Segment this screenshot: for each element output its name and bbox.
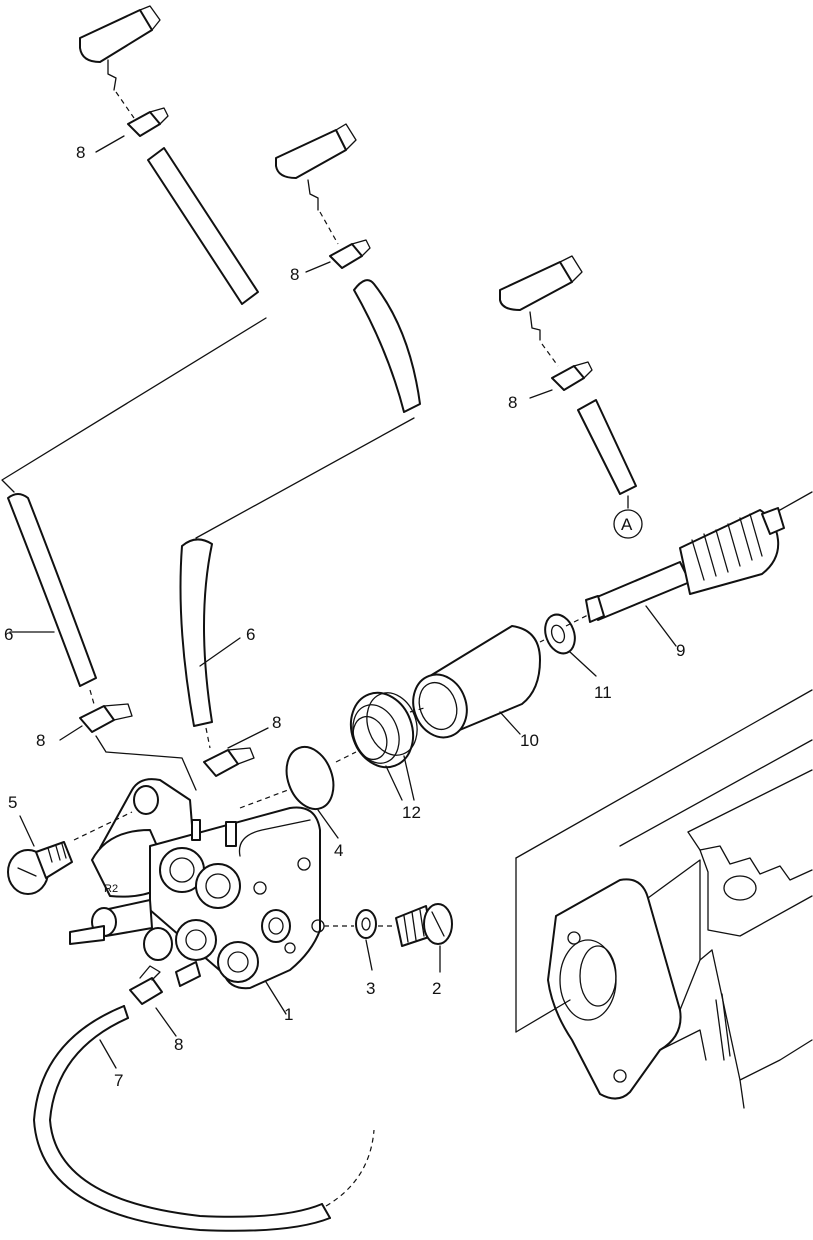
leader-line	[499, 711, 521, 735]
gear-shaft-9	[585, 507, 785, 623]
callout-12: 12	[402, 803, 421, 822]
nozzle-2	[275, 123, 357, 211]
hose-6-left	[7, 493, 97, 687]
clamp-8-top	[127, 107, 169, 137]
screw-5	[7, 841, 73, 895]
callout-4: 4	[334, 841, 343, 860]
leader-line	[227, 727, 269, 749]
clamp-8-left-pump	[79, 703, 133, 733]
hose-upper-left	[147, 147, 259, 305]
callout-8: 8	[36, 731, 45, 750]
nozzle-3	[499, 255, 583, 341]
leader-line	[335, 751, 357, 763]
svg-text:R2: R2	[104, 883, 118, 895]
engine-case-view	[515, 689, 813, 1109]
o-ring-4	[285, 746, 335, 810]
leader-line	[73, 811, 133, 841]
callout-5: 5	[8, 793, 17, 812]
leader-line	[541, 343, 559, 367]
leader-line	[569, 651, 597, 677]
leader-line	[529, 389, 553, 399]
leader-line	[565, 613, 591, 627]
leader-line	[325, 1129, 375, 1207]
clamp-8-middle	[329, 239, 371, 269]
leader-line	[645, 605, 677, 647]
hose-short-right	[577, 399, 637, 495]
connector-line	[95, 735, 197, 791]
spring-bushing-12	[349, 691, 418, 769]
callout-10: 10	[520, 731, 539, 750]
leader-line	[115, 91, 135, 119]
callout-8: 8	[290, 265, 299, 284]
bolt-2	[395, 903, 453, 947]
clamp-8-middle-pump	[203, 747, 255, 777]
leader-line	[319, 211, 339, 245]
leader-line	[317, 809, 339, 839]
callout-8: 8	[174, 1035, 183, 1054]
washer-11	[544, 613, 576, 655]
callout-9: 9	[676, 641, 685, 660]
leader-line	[265, 981, 287, 1015]
hose-7	[33, 1005, 331, 1232]
nozzle-1	[79, 5, 161, 91]
callout-3: 3	[366, 979, 375, 998]
washer-3	[355, 909, 377, 939]
leader-line	[199, 637, 241, 667]
clamp-8-bottom	[129, 965, 163, 1005]
leader-line	[779, 491, 813, 511]
oil-pump-body: R2	[69, 778, 325, 990]
hose-upper-middle	[353, 279, 421, 413]
leader-line	[59, 725, 83, 741]
leader-line	[365, 939, 373, 971]
connector-line	[1, 317, 267, 493]
leader-line	[385, 755, 415, 801]
clamp-8-right	[551, 361, 593, 391]
callout-2: 2	[432, 979, 441, 998]
callout-1: 1	[284, 1005, 293, 1024]
callout-8: 8	[272, 713, 281, 732]
hose-6-middle	[179, 538, 213, 727]
leader-line	[539, 639, 545, 643]
leader-line	[99, 1039, 117, 1069]
callout-8: 8	[76, 143, 85, 162]
leader-line	[155, 1007, 177, 1037]
reference-circle-a	[613, 509, 643, 539]
callout-11: 11	[594, 683, 612, 702]
callout-8: 8	[508, 393, 517, 412]
callout-6: 6	[4, 625, 13, 644]
leader-line	[305, 261, 331, 273]
callout-7: 7	[114, 1071, 123, 1090]
leader-line	[239, 789, 289, 809]
leader-line	[515, 999, 571, 1033]
callout-6: 6	[246, 625, 255, 644]
connector-line	[195, 417, 415, 539]
leader-line	[409, 707, 425, 713]
leader-line	[205, 727, 211, 749]
leader-line	[19, 815, 35, 847]
leader-line	[95, 135, 125, 153]
sleeve-10	[412, 625, 541, 739]
callout-a: A	[621, 515, 633, 534]
leader-line	[89, 689, 95, 705]
